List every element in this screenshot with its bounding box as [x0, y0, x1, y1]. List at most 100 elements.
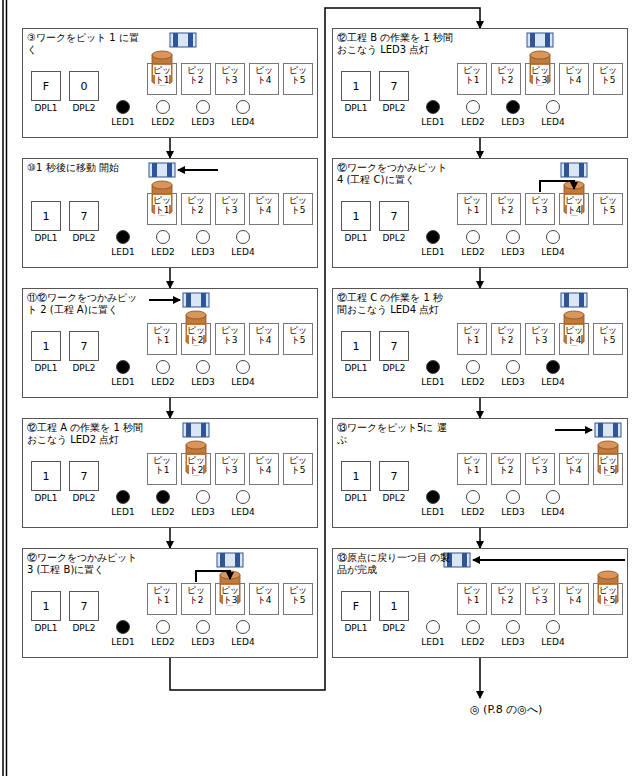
pit-box: ピット3 — [525, 323, 555, 355]
pit-box: ピット5 — [283, 453, 313, 485]
led-off — [237, 101, 250, 114]
gripper-jaw — [186, 293, 191, 307]
led-off — [427, 621, 440, 634]
pit-name: ピット2 — [187, 325, 205, 345]
flow-arrow — [169, 268, 171, 288]
part-label: DPL1 — [26, 104, 66, 113]
led-off — [547, 231, 560, 244]
part-label: DPL1 — [26, 624, 66, 633]
pit-name: ピット3 — [221, 455, 239, 475]
pit-box: ピット2 — [181, 63, 211, 95]
pit-name: ピット3 — [221, 325, 239, 345]
step-panel: ⑬ワークをピット5に 運ぶDPL1DPL2LED1LED2LED3LED417ピ… — [332, 418, 628, 528]
pit-name: ピット1 — [153, 65, 171, 85]
pit-box: ピット3 — [215, 193, 245, 225]
led-off — [507, 361, 520, 374]
display-value: 7 — [81, 340, 88, 353]
display-box: 1 — [31, 461, 61, 491]
part-label: LED2 — [453, 638, 493, 647]
pit-box: ピット5 — [283, 63, 313, 95]
pit-box: ピット1 — [457, 193, 487, 225]
led-off — [507, 491, 520, 504]
gripper — [527, 33, 553, 47]
display-box: 1 — [31, 201, 61, 231]
gripper-jaw — [186, 423, 191, 437]
part-label: LED3 — [183, 248, 223, 257]
led-off — [157, 621, 170, 634]
pit-box: ピット2 — [491, 453, 521, 485]
display-value: 1 — [43, 340, 50, 353]
led-off — [507, 231, 520, 244]
led-on — [117, 231, 130, 244]
display-value: 7 — [391, 80, 398, 93]
pit-name: ピット3 — [221, 585, 239, 605]
part-label: DPL2 — [374, 494, 414, 503]
pit-name: ピット4 — [565, 455, 583, 475]
pit-box: ピット4 — [559, 323, 589, 355]
part-label: DPL2 — [374, 624, 414, 633]
part-label: LED4 — [223, 248, 263, 257]
part-label: LED1 — [103, 508, 143, 517]
part-label: LED4 — [533, 378, 573, 387]
display-box: F — [31, 71, 61, 101]
display-box: 1 — [341, 71, 371, 101]
flow-arrow — [479, 138, 481, 158]
display-box: 1 — [31, 591, 61, 621]
display-box: 1 — [341, 331, 371, 361]
pit-box: ピット3 — [525, 583, 555, 615]
pit-box: ピット2 — [491, 583, 521, 615]
led-on — [117, 491, 130, 504]
gripper-jaw — [598, 423, 603, 437]
motion-arrow — [555, 429, 592, 431]
pit-name: ピット5 — [289, 65, 307, 85]
display-box: 7 — [379, 71, 409, 101]
part-label: LED3 — [493, 118, 533, 127]
part-label: LED3 — [183, 378, 223, 387]
part-label: LED3 — [493, 248, 533, 257]
pit-name: ピット5 — [599, 455, 617, 475]
pit-name: ピット3 — [531, 325, 549, 345]
pit-name: ピット5 — [599, 195, 617, 215]
motion-arrow — [149, 299, 180, 301]
led-on — [157, 491, 170, 504]
led-off — [197, 101, 210, 114]
display-value: 7 — [81, 210, 88, 223]
page-border — [2, 0, 4, 776]
pit-name: ピット4 — [255, 65, 273, 85]
gripper — [217, 553, 243, 567]
pit-box: ピット1 — [147, 323, 177, 355]
pit-name: ピット3 — [531, 65, 549, 85]
pit-box: ピット2 — [181, 193, 211, 225]
display-box: 1 — [341, 201, 371, 231]
part-label: LED2 — [143, 248, 183, 257]
part-label: DPL2 — [64, 364, 104, 373]
pit-name: ピット3 — [531, 585, 549, 605]
pit-name: ピット2 — [497, 585, 515, 605]
part-label: LED4 — [223, 638, 263, 647]
gripper-jaw — [564, 293, 569, 307]
part-label: DPL1 — [26, 364, 66, 373]
part-label: LED3 — [183, 118, 223, 127]
step-panel: ⑫工程 A の作業を 1 秒間おこなう LED2 点灯DPL1DPL2LED1L… — [22, 418, 318, 528]
gripper-jaw — [152, 163, 157, 177]
part-label: DPL2 — [64, 104, 104, 113]
part-label: LED2 — [453, 378, 493, 387]
gripper-jaw — [545, 33, 550, 47]
pit-name: ピット1 — [153, 585, 171, 605]
pit-box: ピット5 — [593, 63, 623, 95]
part-label: LED1 — [103, 248, 143, 257]
led-on — [117, 361, 130, 374]
pit-box: ピット3 — [525, 63, 555, 95]
led-off — [197, 231, 210, 244]
pit-box: ピット5 — [283, 193, 313, 225]
part-label: DPL2 — [374, 234, 414, 243]
step-text: ⑪⑫ワークをつかみピット 2 (工程 A)に置く — [27, 292, 143, 316]
step-panel: ⑫ワークをつかみピット 3 (工程 B)に置くDPL1DPL2LED1LED2L… — [22, 548, 318, 658]
part-label: DPL1 — [336, 494, 376, 503]
gripper — [595, 423, 621, 437]
flow-arrow — [169, 398, 171, 418]
led-off — [197, 361, 210, 374]
workpiece-top — [152, 51, 172, 59]
part-label: DPL2 — [374, 104, 414, 113]
part-label: LED1 — [413, 118, 453, 127]
